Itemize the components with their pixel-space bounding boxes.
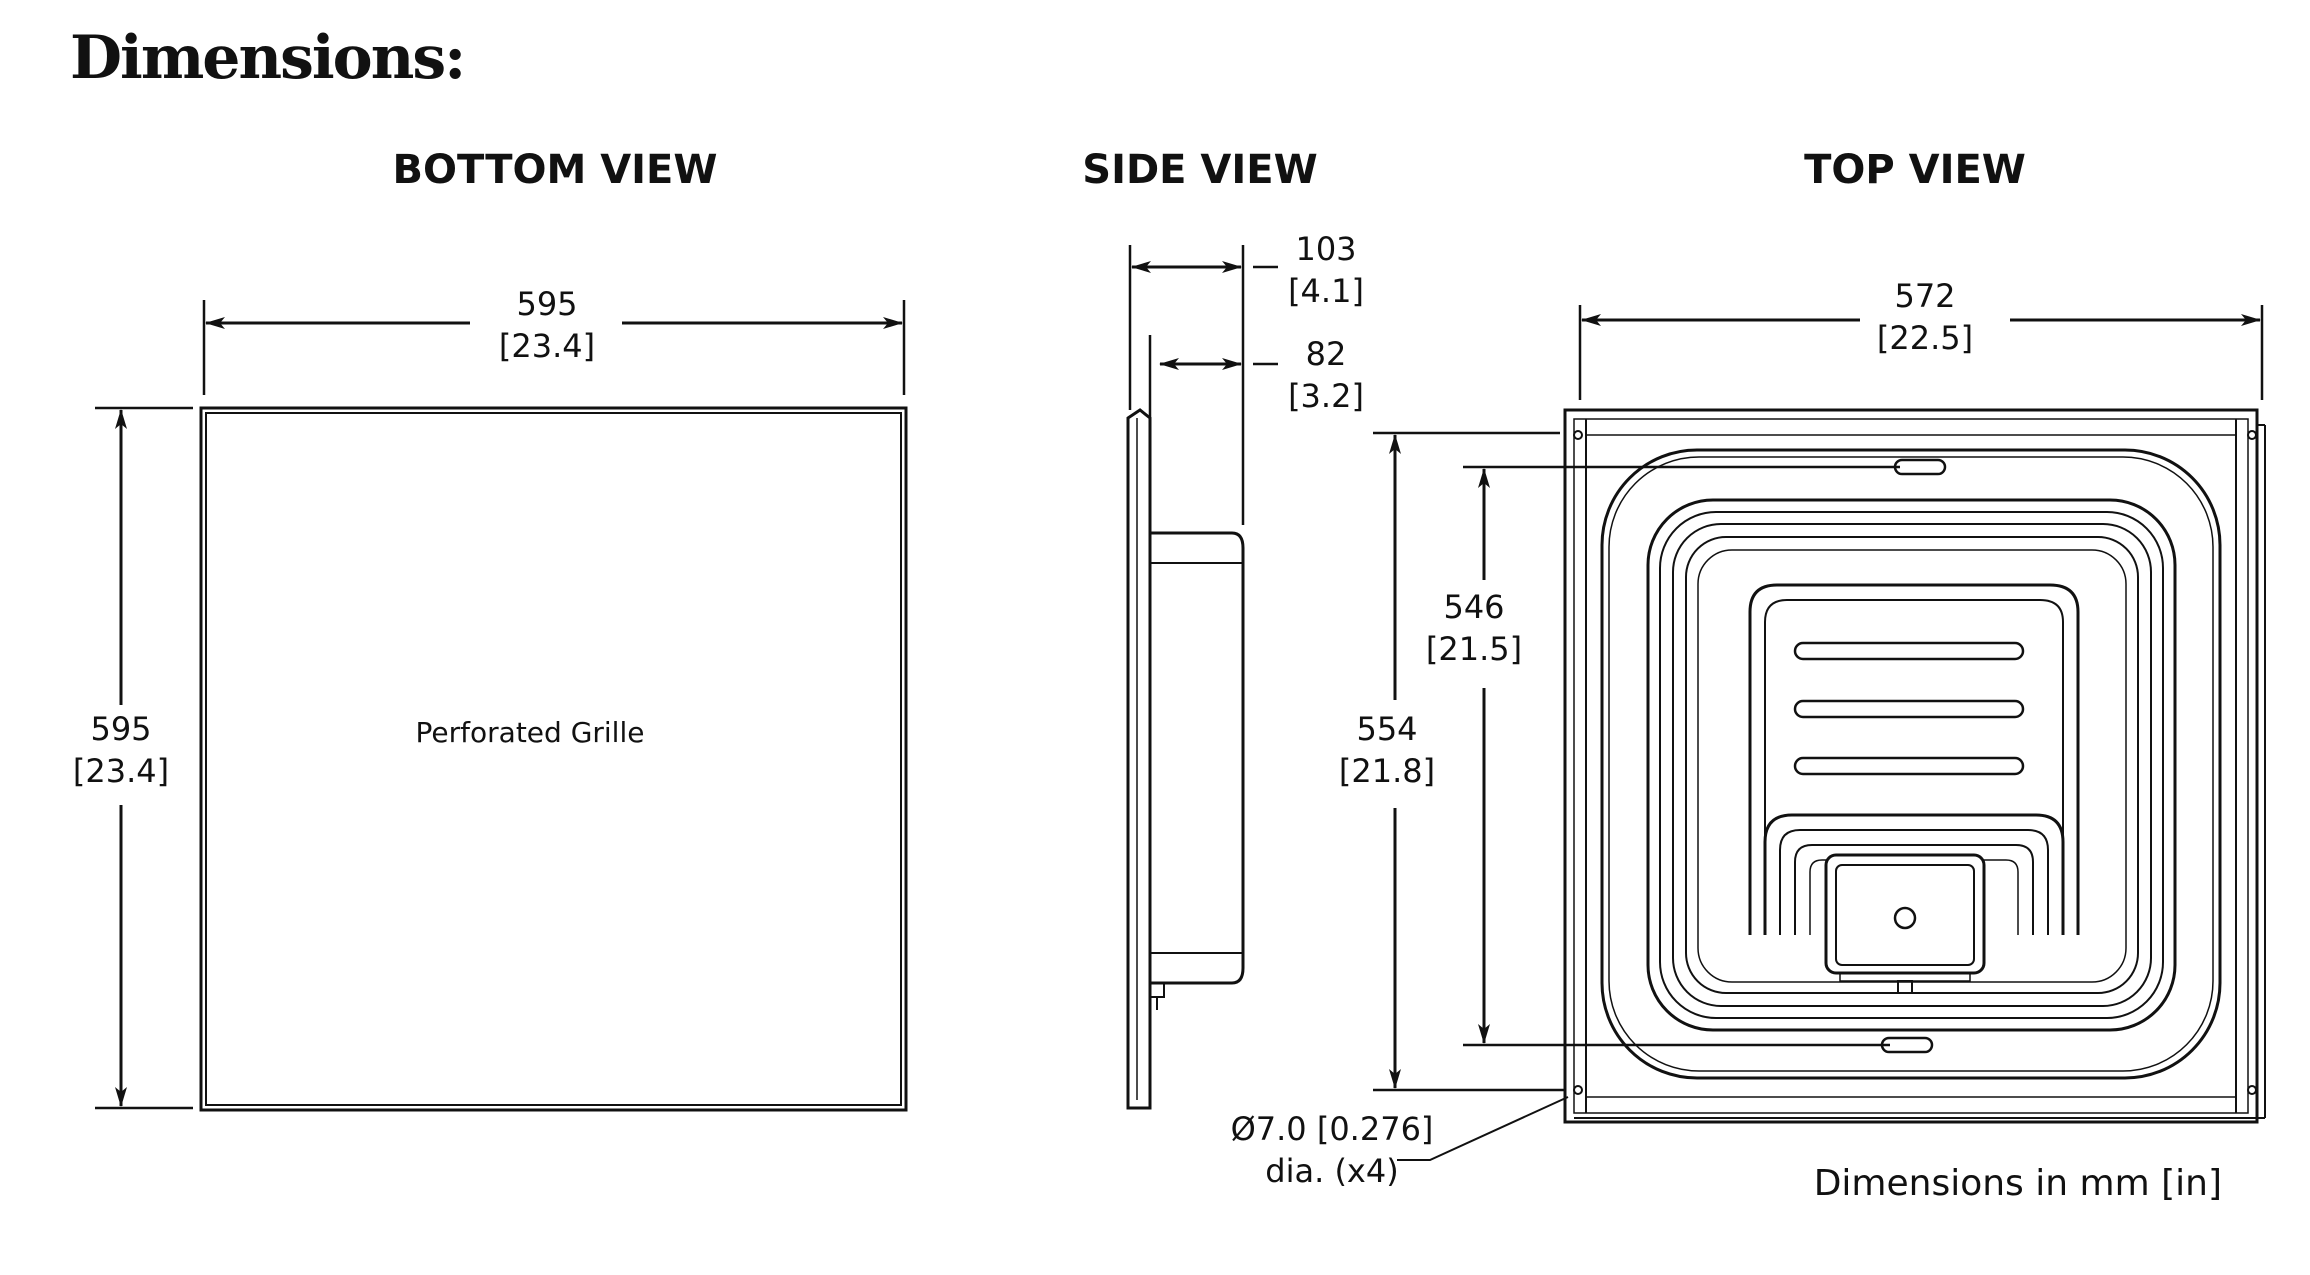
- bottom-height-mm: 595: [90, 710, 151, 748]
- mounting-hole: [2247, 1085, 2257, 1095]
- grille-label: Perforated Grille: [416, 716, 645, 749]
- top-inner-height-mm: 546: [1443, 588, 1504, 626]
- side-body-depth-in: [3.2]: [1288, 377, 1364, 415]
- top-view-heading: TOP VIEW: [1804, 147, 2026, 193]
- page-title: Dimensions:: [70, 23, 464, 93]
- side-body-depth-mm: 82: [1306, 335, 1347, 373]
- bottom-height-in: [23.4]: [73, 752, 169, 790]
- top-outer-height-in: [21.8]: [1339, 752, 1435, 790]
- side-view: [1126, 245, 1278, 1110]
- side-overall-depth-mm: 103: [1295, 230, 1356, 268]
- bottom-view-heading: BOTTOM VIEW: [393, 147, 718, 193]
- units-note: Dimensions in mm [in]: [1814, 1163, 2222, 1204]
- top-outer-height-mm: 554: [1356, 710, 1417, 748]
- hole-callout-count: dia. (x4): [1265, 1152, 1398, 1190]
- side-view-heading: SIDE VIEW: [1082, 147, 1317, 193]
- side-overall-depth-in: [4.1]: [1288, 272, 1364, 310]
- top-plate-outer: [1563, 408, 2259, 1124]
- top-width-mm: 572: [1894, 277, 1955, 315]
- grille-panel-outline: [199, 406, 908, 1112]
- mounting-hole: [1573, 430, 1583, 440]
- hole-callout-size: Ø7.0 [0.276]: [1231, 1110, 1434, 1148]
- grille-panel-inner: [205, 412, 902, 1106]
- top-width-in: [22.5]: [1877, 319, 1973, 357]
- mounting-hole: [1573, 1085, 1583, 1095]
- bottom-width-in: [23.4]: [499, 327, 595, 365]
- mounting-hole: [2247, 430, 2257, 440]
- top-view: [1373, 305, 2266, 1161]
- top-inner-height-in: [21.5]: [1426, 630, 1522, 668]
- bottom-view: [95, 300, 908, 1112]
- bottom-width-mm: 595: [516, 285, 577, 323]
